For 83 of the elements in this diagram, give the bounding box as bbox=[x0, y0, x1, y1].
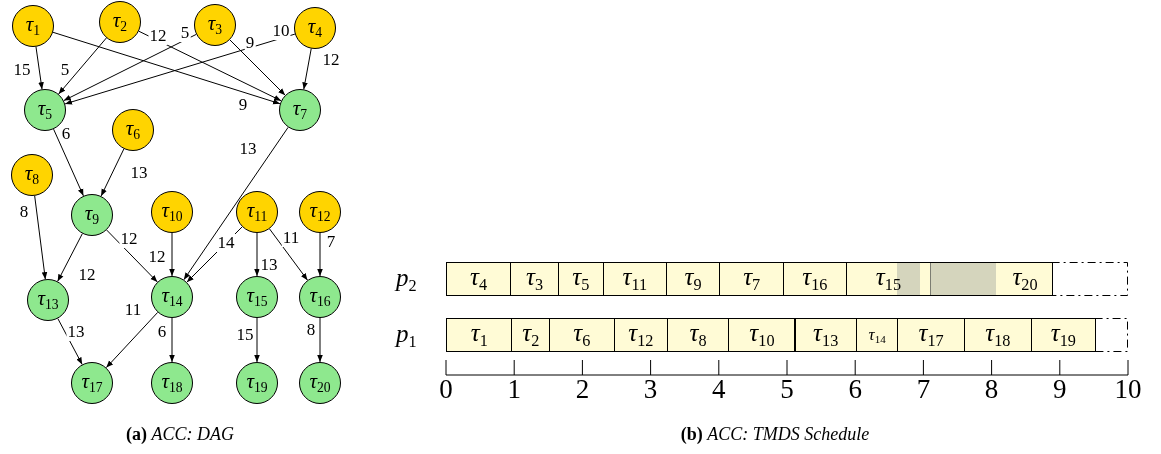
task-block: τ$_{5}$ bbox=[557, 262, 604, 296]
task-block: τ$_{2}$ bbox=[511, 318, 550, 352]
task-node: τ$_{13}$ bbox=[27, 279, 69, 321]
task-block: τ$_{17}$ bbox=[897, 318, 965, 352]
arrow bbox=[138, 30, 282, 102]
arrow bbox=[53, 128, 84, 197]
task-node: τ$_{12}$ bbox=[299, 191, 341, 233]
task-block: τ$_{9}$ bbox=[665, 262, 721, 296]
edge-label: 11 bbox=[281, 229, 301, 247]
caption: (b) ACC: TMDS Schedule bbox=[680, 424, 870, 445]
arrow bbox=[106, 229, 158, 283]
axis-tick-label: 0 bbox=[439, 374, 453, 405]
edge-label: 12 bbox=[148, 27, 168, 45]
arrow bbox=[169, 232, 175, 277]
arrow bbox=[58, 37, 107, 95]
task-node: τ$_{18}$ bbox=[151, 362, 193, 404]
task-node: τ$_{20}$ bbox=[299, 362, 341, 404]
task-block: τ$_{12}$ bbox=[613, 318, 668, 352]
task-node: τ$_{7}$ bbox=[279, 89, 321, 131]
axis-tick-label: 9 bbox=[1053, 374, 1067, 405]
task-block: τ$_{20}$ bbox=[930, 262, 1053, 296]
arrow bbox=[57, 318, 83, 365]
processor-label: p$_{2}$ bbox=[396, 264, 417, 296]
task-node: τ$_{17}$ bbox=[71, 362, 113, 404]
arrow bbox=[269, 228, 308, 281]
edge-label: 10 bbox=[271, 22, 291, 40]
task-node: τ$_{15}$ bbox=[236, 276, 278, 318]
arrow bbox=[254, 232, 260, 277]
task-block: τ$_{15}$ bbox=[845, 262, 932, 296]
arrow bbox=[317, 317, 323, 363]
task-node: τ$_{14}$ bbox=[151, 276, 193, 318]
task-node: τ$_{1}$ bbox=[12, 5, 54, 47]
task-node: τ$_{10}$ bbox=[151, 191, 193, 233]
axis-tick-label: 3 bbox=[643, 374, 658, 405]
axis-tick-label: 10 bbox=[1114, 374, 1142, 405]
task-node: τ$_{4}$ bbox=[294, 7, 336, 49]
task-block: τ$_{11}$ bbox=[602, 262, 667, 296]
arrow bbox=[317, 232, 323, 277]
axis-tick-label: 7 bbox=[916, 374, 931, 405]
task-node: τ$_{9}$ bbox=[71, 194, 113, 236]
edge-label: 9 bbox=[244, 34, 256, 52]
edge-label: 12 bbox=[119, 230, 139, 248]
arrow bbox=[229, 39, 286, 96]
task-block: τ$_{16}$ bbox=[782, 262, 847, 296]
task-node: τ$_{11}$ bbox=[236, 191, 278, 233]
axis-tick-label: 8 bbox=[984, 374, 999, 405]
arrow bbox=[34, 195, 48, 280]
axis-tick-label: 1 bbox=[507, 374, 521, 405]
arrow bbox=[169, 317, 175, 363]
edge-label: 13 bbox=[66, 323, 86, 341]
task-node: τ$_{8}$ bbox=[11, 154, 53, 196]
caption: (a) ACC: DAG bbox=[126, 424, 234, 445]
task-block: τ$_{19}$ bbox=[1031, 318, 1096, 352]
arrow bbox=[100, 148, 125, 197]
task-node: τ$_{16}$ bbox=[299, 276, 341, 318]
task-node: τ$_{2}$ bbox=[99, 1, 141, 43]
task-node: τ$_{3}$ bbox=[194, 4, 236, 46]
axis-tick-label: 6 bbox=[848, 374, 862, 405]
task-block: τ$_{10}$ bbox=[728, 318, 796, 352]
task-block: τ$_{3}$ bbox=[510, 262, 559, 296]
task-block: τ$_{1}$ bbox=[446, 318, 513, 352]
task-block: τ$_{7}$ bbox=[719, 262, 784, 296]
task-block: τ$_{14}$ bbox=[855, 318, 899, 352]
arrow bbox=[57, 233, 83, 282]
edge-label: 14 bbox=[216, 234, 236, 252]
axis-tick-label: 5 bbox=[780, 374, 794, 405]
task-block: τ$_{4}$ bbox=[446, 262, 512, 296]
task-block: τ$_{18}$ bbox=[963, 318, 1033, 352]
task-block: τ$_{8}$ bbox=[666, 318, 730, 352]
axis-tick-label: 4 bbox=[712, 374, 726, 405]
arrow bbox=[302, 48, 312, 90]
processor-label: p$_{1}$ bbox=[396, 320, 417, 352]
arrow bbox=[35, 46, 44, 90]
axis-tick-label: 2 bbox=[575, 374, 590, 405]
arrow bbox=[183, 126, 289, 281]
task-node: τ$_{6}$ bbox=[112, 109, 154, 151]
arrow bbox=[63, 33, 197, 102]
task-node: τ$_{19}$ bbox=[236, 362, 278, 404]
arrow bbox=[254, 317, 260, 363]
arrow bbox=[105, 311, 159, 369]
task-block: τ$_{6}$ bbox=[548, 318, 615, 352]
task-block: τ$_{13}$ bbox=[794, 318, 857, 352]
edge-label: 5 bbox=[179, 24, 191, 42]
